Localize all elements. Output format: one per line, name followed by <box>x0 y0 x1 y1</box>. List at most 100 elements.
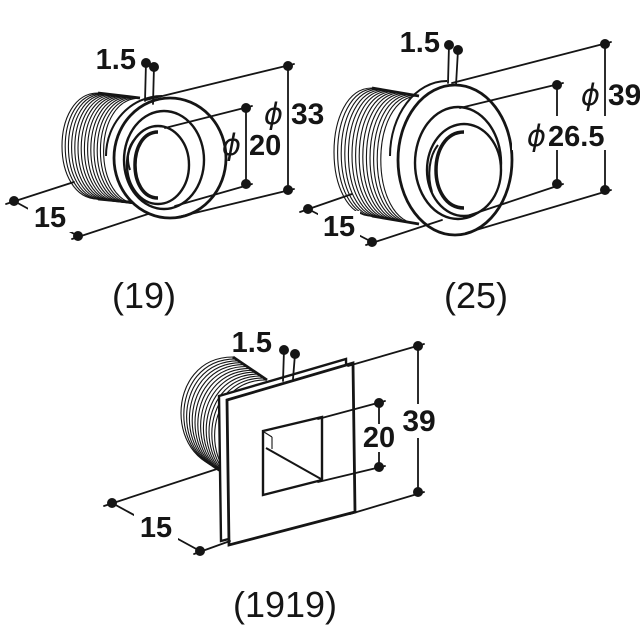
part-drawing-round-19 <box>61 91 228 220</box>
dimension-dot <box>444 40 454 50</box>
thread-line <box>77 94 115 202</box>
dim-label-thickness: 1.5 <box>400 27 440 59</box>
dimension-dot <box>283 61 293 71</box>
hole-inner-wall <box>434 130 465 210</box>
thread-line <box>362 92 401 222</box>
thread-line <box>90 96 127 204</box>
diameter-symbol: ϕ <box>581 78 600 112</box>
hole-inner-wall <box>133 130 159 200</box>
flange-back-rim <box>389 80 448 157</box>
figure-caption-19: (19) <box>112 275 176 316</box>
thread-line <box>84 95 121 203</box>
thread-line <box>100 97 137 205</box>
dim-label-inner-diameter: 26.5 <box>548 121 604 153</box>
dimension-dot <box>453 45 463 55</box>
dim-label-outer-size: 39 <box>402 405 435 438</box>
dim-inner-size-1919: 20 <box>317 398 398 483</box>
dim-label-thickness: 1.5 <box>232 327 272 359</box>
dimension-dot <box>600 185 610 195</box>
dimension-dot <box>374 398 384 408</box>
body-top-edge <box>232 355 268 382</box>
dimension-dot <box>9 196 19 206</box>
dim-flange-thickness-25: 1.5 <box>400 27 463 86</box>
hole-notch <box>126 138 136 171</box>
thread-line <box>351 90 391 220</box>
figure-grommet-25: 1.5 ϕ 39 ϕ 26.5 <box>299 27 640 316</box>
dim-outer-size-1919: 39 <box>347 341 440 515</box>
dim-label-inner-diameter: 20 <box>249 130 281 162</box>
dimension-dot <box>374 462 384 472</box>
label-mask <box>28 204 72 232</box>
label-mask <box>134 513 178 541</box>
thread-line <box>376 94 416 224</box>
thread-line <box>347 89 387 219</box>
diameter-symbol: ϕ <box>264 97 283 131</box>
dimension-dot <box>241 103 251 113</box>
dim-outer-diameter-19: ϕ 33 <box>145 61 324 218</box>
dim-label-thickness: 1.5 <box>96 44 136 76</box>
dim-label-depth: 15 <box>140 512 172 544</box>
thread-line <box>87 95 124 203</box>
label-mask <box>398 404 440 438</box>
dim-inner-diameter-19: ϕ 20 <box>164 103 281 207</box>
figure-grommet-19: 1.5 ϕ 33 ϕ 20 <box>5 44 324 316</box>
dimension-dot <box>413 487 423 497</box>
body-top-edge <box>97 91 141 100</box>
dim-label-inner-size: 20 <box>363 422 395 454</box>
dimension-dot <box>552 80 562 90</box>
dim-depth-25: 15 <box>299 193 443 247</box>
dim-depth-1919: 15 <box>103 467 231 556</box>
dim-label-outer-diameter: 33 <box>291 98 324 131</box>
dim-depth-19: 15 <box>5 181 149 241</box>
dimension-dot <box>195 546 205 556</box>
dimension-dot <box>600 39 610 49</box>
thread-line <box>333 87 373 217</box>
diameter-symbol: ϕ <box>527 119 546 153</box>
thread-line <box>380 95 419 225</box>
dimension-dot <box>367 237 377 247</box>
thread-line <box>71 93 108 201</box>
dim-label-depth: 15 <box>323 211 355 243</box>
thread-line <box>355 91 394 221</box>
label-mask <box>318 211 360 238</box>
thread-line <box>96 96 134 204</box>
square-hole-edge <box>261 415 324 497</box>
hole-back-edge <box>263 431 273 438</box>
dimension-dot <box>73 231 83 241</box>
thread-line <box>93 96 131 204</box>
dimension-dot <box>107 498 117 508</box>
hole-inner-wall <box>265 447 322 480</box>
thread-line <box>373 94 412 224</box>
dim-inner-diameter-25: ϕ 26.5 <box>459 80 606 218</box>
thread-line <box>340 88 380 218</box>
dim-label-depth: 15 <box>34 202 66 234</box>
dimension-dot <box>552 179 562 189</box>
part-drawing-square-1919 <box>180 355 357 547</box>
figure-grommet-1919: 1.5 39 20 <box>103 327 440 625</box>
dimension-dot <box>290 349 300 359</box>
figure-caption-25: (25) <box>444 275 508 316</box>
thread-line <box>74 94 111 202</box>
dimension-dot <box>241 179 251 189</box>
thread-line <box>365 92 405 222</box>
body-top-edge <box>371 86 420 98</box>
dim-label-outer-diameter: 39 <box>608 79 640 112</box>
hole-edge <box>125 124 191 206</box>
thread-line <box>358 91 398 221</box>
dim-flange-thickness-1919: 1.5 <box>232 327 300 382</box>
hole-edge <box>425 122 503 218</box>
body-bottom-edge <box>371 214 420 226</box>
thread-line <box>344 89 383 219</box>
label-mask <box>360 424 398 452</box>
dimension-dot <box>283 185 293 195</box>
dimension-dot <box>279 345 289 355</box>
dimension-dot <box>149 62 159 72</box>
dim-outer-diameter-25: ϕ 39 <box>451 39 640 234</box>
thread-line <box>369 93 409 223</box>
thread-line <box>61 92 99 200</box>
hole-notch <box>428 144 439 193</box>
dimension-dot <box>141 58 151 68</box>
diameter-symbol: ϕ <box>222 128 241 162</box>
label-mask <box>512 116 606 150</box>
